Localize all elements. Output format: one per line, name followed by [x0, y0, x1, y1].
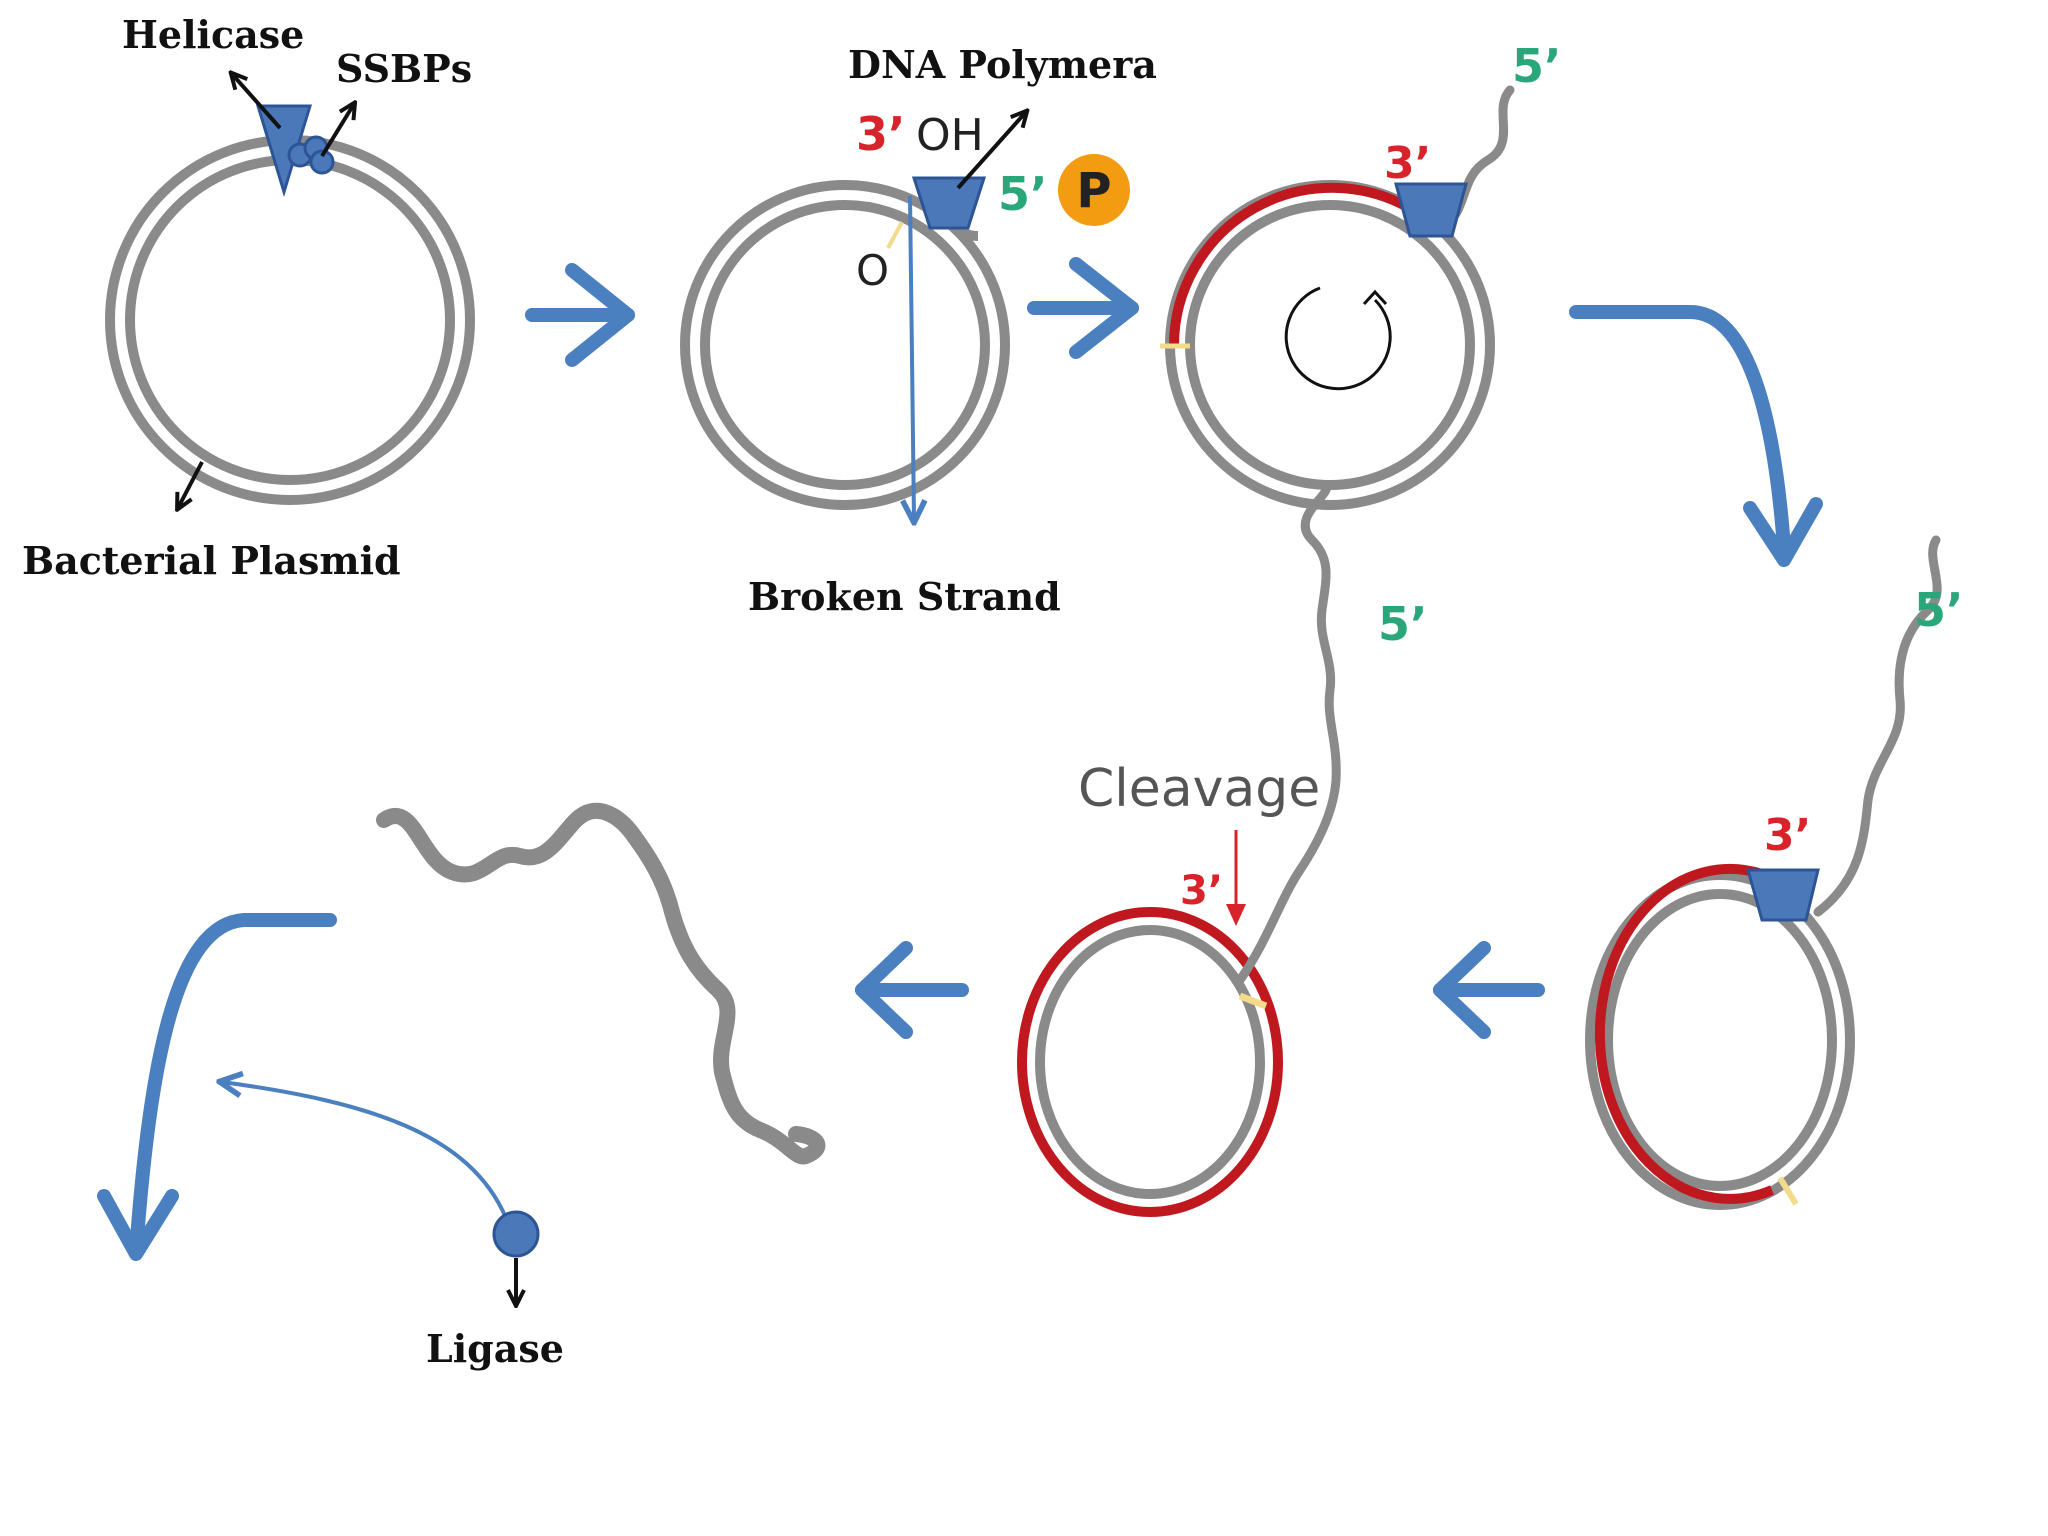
phosphate-icon — [1058, 154, 1130, 226]
rotation-arrowhead-icon — [1362, 289, 1388, 306]
flow-arrow-1 — [525, 263, 635, 367]
cleavage-arrowhead-icon — [1226, 904, 1246, 926]
step-6-linear-strand — [376, 802, 826, 1165]
flow-arrow-6 — [97, 913, 337, 1261]
bacterial-plasmid-label: Bacterial Plasmid — [22, 538, 401, 583]
plasmid-outer-strand — [1585, 870, 1855, 1210]
five-prime-tail-label: 5’ — [1378, 597, 1427, 651]
flow-arrow-5 — [855, 941, 969, 1039]
phosphate-label: P — [1076, 163, 1111, 219]
step-1-plasmid: Helicase SSBPs Bacterial Plasmid — [22, 12, 475, 583]
flow-arrow-4 — [1433, 941, 1545, 1039]
ligase-label: Ligase — [426, 1326, 564, 1371]
cleavage-label: Cleavage — [1078, 759, 1320, 819]
polymerase-pointer-arrow — [956, 112, 1026, 190]
three-prime-label: 3’ — [1764, 810, 1811, 861]
dna-polymerase-icon — [1394, 182, 1468, 238]
three-prime-label: 3’ — [1384, 138, 1431, 189]
ligase-icon — [492, 1210, 540, 1258]
step-2-nick: 3’ OH 5’ P O DNA Polymera Broken Strand — [680, 42, 1157, 619]
plasmid-inner-strand — [1603, 889, 1837, 1191]
released-single-strand — [376, 802, 826, 1165]
ssbp-icon — [309, 149, 335, 175]
plasmid-inner-strand — [1035, 925, 1265, 1199]
three-prime-oh-text: OH — [916, 110, 984, 161]
new-strand-red — [1168, 182, 1419, 349]
oxygen-label: O — [856, 246, 889, 295]
new-strand-red — [1594, 863, 1774, 1204]
step-4-full-round: 3’ 5’ — [1585, 535, 1963, 1210]
junction-mark — [1777, 1176, 1799, 1206]
helicase-label: Helicase — [122, 12, 304, 57]
dna-polymerase-label: DNA Polymera — [848, 42, 1157, 87]
nick-site-mark — [886, 221, 904, 249]
ligase-group: Ligase — [222, 1082, 564, 1371]
five-prime-tail-label: 5’ — [1512, 39, 1561, 93]
step-5-cleavage: Cleavage 3’ 5’ — [1017, 485, 1427, 1217]
rotation-direction-icon — [1284, 286, 1392, 391]
plasmid-inner-strand — [125, 155, 455, 485]
dna-polymerase-icon — [1746, 868, 1820, 922]
plasmid-pointer-arrow — [178, 461, 204, 508]
flow-arrow-3 — [1569, 305, 1823, 567]
ssbps-pointer-arrow — [320, 104, 354, 158]
displaced-strand-tail — [1813, 535, 1942, 917]
broken-strand-label: Broken Strand — [748, 574, 1061, 619]
ssbps-label: SSBPs — [336, 46, 472, 91]
three-prime-oh-number: 3’ — [856, 107, 905, 161]
broken-strand-pointer-arrow — [910, 195, 914, 520]
plasmid-outer-strand — [1017, 907, 1283, 1217]
plasmid-outer-strand — [680, 180, 1010, 510]
five-prime-tail-label: 5’ — [1914, 583, 1963, 637]
step-3-elongation: 3’ 5’ — [1160, 39, 1561, 510]
five-prime-label: 5’ — [998, 167, 1047, 221]
displaced-strand-tail — [1235, 485, 1341, 985]
plasmid-outer-strand — [105, 135, 475, 505]
ligase-pointer-arrow — [222, 1082, 508, 1219]
dna-polymerase-icon — [911, 176, 987, 230]
junction-mark — [1238, 992, 1268, 1010]
flow-arrow-2 — [1027, 257, 1139, 359]
plasmid-inner-strand — [700, 200, 990, 490]
helicase-pointer-arrow — [232, 74, 282, 130]
plasmid-inner-strand — [1185, 200, 1475, 490]
three-prime-label: 3’ — [1180, 868, 1223, 914]
